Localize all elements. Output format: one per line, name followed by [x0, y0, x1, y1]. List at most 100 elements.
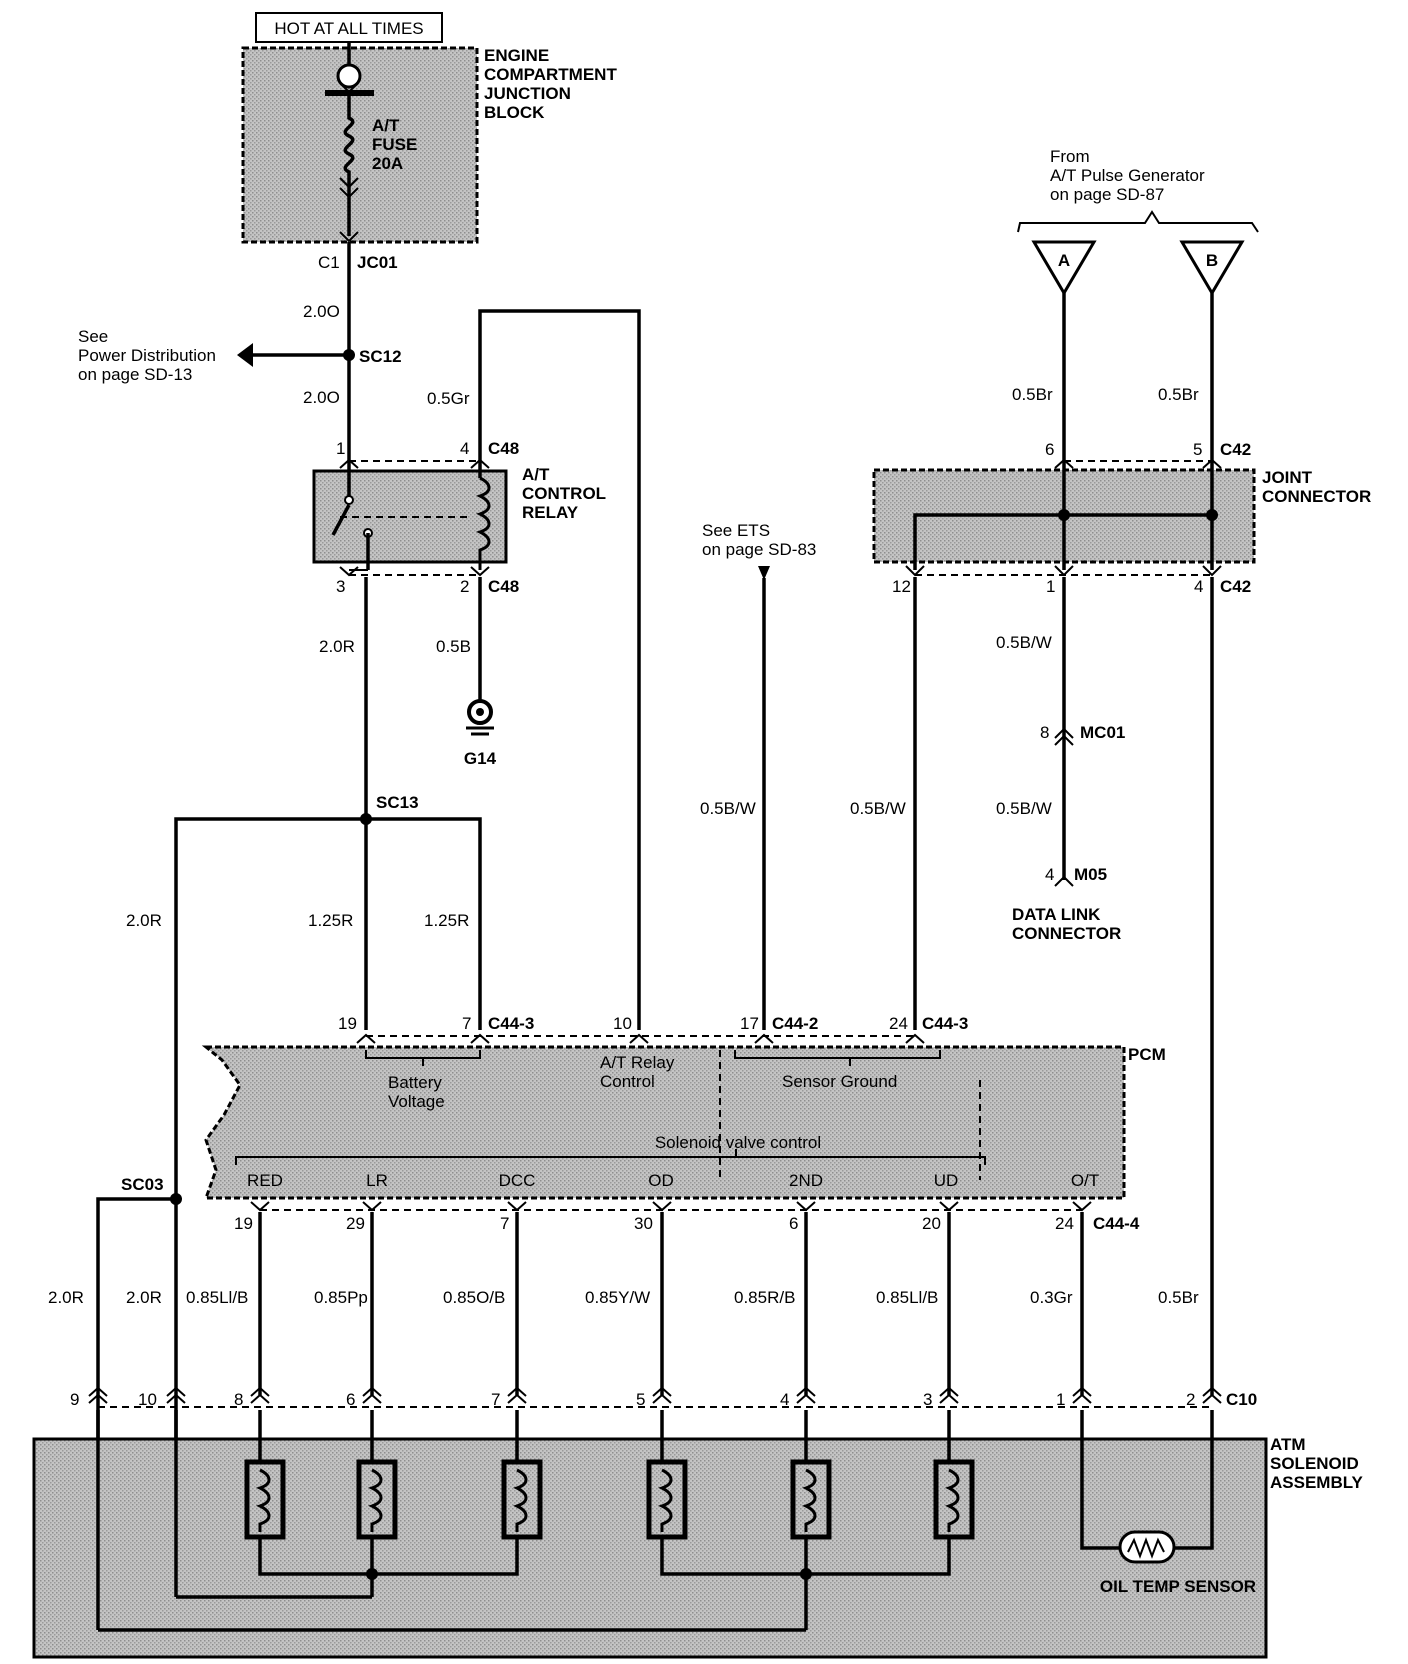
- relay-label-3: RELAY: [522, 503, 579, 522]
- joint-label-2: CONNECTOR: [1262, 487, 1371, 506]
- pcm-lr-label: LR: [366, 1171, 388, 1190]
- pulse-gen-note-1: From: [1050, 147, 1090, 166]
- solenoid-valve-control-label: Solenoid valve control: [655, 1133, 821, 1152]
- jc-pin-12: 12: [892, 577, 911, 596]
- c44-4-label: C44-4: [1093, 1214, 1140, 1233]
- wire-label-b-0.5br: 0.5Br: [1158, 1288, 1199, 1307]
- power-dist-note-1: See: [78, 327, 108, 346]
- ground-g14-icon: [466, 699, 494, 736]
- battery-voltage-2: Voltage: [388, 1092, 445, 1111]
- mc01-connector-icon: [1054, 727, 1074, 746]
- jc-pin-1: 1: [1046, 577, 1055, 596]
- brace-icon: [1017, 210, 1259, 233]
- pcm-top-connector: 19 7 C44-3 10 17 C44-2 24 C44-3: [338, 1014, 968, 1044]
- hot-at-all-times-box: HOT AT ALL TIMES: [255, 12, 443, 43]
- engine-jb-label-4: BLOCK: [484, 103, 545, 122]
- atm-pin-7: 7: [491, 1390, 500, 1409]
- joint-connector: 6 5 C42 12 1 4 C42 JOINT CONNECTOR: [872, 440, 1371, 596]
- wire-label-b-2.0r-a: 2.0R: [48, 1288, 84, 1307]
- fuse-label-1: A/T: [372, 116, 400, 135]
- oil-temp-sensor-icon: [1118, 1530, 1176, 1564]
- relay-pin-4: 4: [460, 439, 469, 458]
- mc01-pin-8: 8: [1040, 723, 1049, 742]
- wire-1.25r-b: [366, 817, 482, 1030]
- wire-label-0.5br-b: 0.5Br: [1158, 385, 1199, 404]
- wire-label-2.0r-relay: 2.0R: [319, 637, 355, 656]
- wire-label-b-0.3gr: 0.3Gr: [1030, 1288, 1073, 1307]
- wire-label-b-0.85yw: 0.85Y/W: [585, 1288, 650, 1307]
- atm-pin-4: 4: [780, 1390, 789, 1409]
- c10-label: C10: [1226, 1390, 1257, 1409]
- relay-control-1: A/T Relay: [600, 1053, 675, 1072]
- atm-pin-9: 9: [70, 1390, 79, 1409]
- m05-pin-4: 4: [1045, 865, 1054, 884]
- ets-arrow-icon: [758, 566, 770, 580]
- relay-coil-icon: [476, 476, 491, 570]
- wire-label-0.5bw-dlc2: 0.5B/W: [996, 799, 1052, 818]
- atm-pin-2: 2: [1186, 1390, 1195, 1409]
- solenoid-od-icon: [646, 1459, 688, 1540]
- pcm-bpin-20: 20: [922, 1214, 941, 1233]
- jc-pin-4: 4: [1194, 577, 1203, 596]
- pcm-bpin-7: 7: [500, 1214, 509, 1233]
- atm-pin-1: 1: [1056, 1390, 1065, 1409]
- c42-top-label: C42: [1220, 440, 1251, 459]
- relay-pin-2: 2: [460, 577, 469, 596]
- pcm-ot-label: O/T: [1071, 1171, 1099, 1190]
- c44-2-label: C44-2: [772, 1014, 818, 1033]
- wire-0.5gr: [478, 309, 641, 1030]
- pcm-pin-7: 7: [462, 1014, 471, 1033]
- ets-note-1: See ETS: [702, 521, 770, 540]
- relay-switch-icon: [331, 504, 351, 536]
- solenoid-2nd-icon: [790, 1459, 832, 1540]
- wire-label-2.0o-b: 2.0O: [303, 388, 340, 407]
- c48-top-label: C48: [488, 439, 519, 458]
- c48-bot-label: C48: [488, 577, 519, 596]
- relay-pin-3: 3: [336, 577, 345, 596]
- wire-label-0.5bw-dlc1: 0.5B/W: [996, 633, 1052, 652]
- wire-label-0.5gr: 0.5Gr: [427, 389, 470, 408]
- wire-label-b-2.0r-b: 2.0R: [126, 1288, 162, 1307]
- offpage-b-label: B: [1206, 251, 1218, 270]
- engine-jb-label-1: ENGINE: [484, 46, 549, 65]
- wire-label-b-0.85lib-a: 0.85Ll/B: [186, 1288, 248, 1307]
- wire-label-b-0.85ob: 0.85O/B: [443, 1288, 505, 1307]
- pcm-red-label: RED: [247, 1171, 283, 1190]
- pulse-gen-note-3: on page SD-87: [1050, 185, 1164, 204]
- solenoid-red-icon: [244, 1459, 286, 1540]
- atm-label-1: ATM: [1270, 1435, 1306, 1454]
- jc-pin-5: 5: [1193, 440, 1202, 459]
- pcm-label: PCM: [1128, 1045, 1166, 1064]
- pcm-pin-19: 19: [338, 1014, 357, 1033]
- jc-pin-6: 6: [1045, 440, 1054, 459]
- pcm-od-label: OD: [648, 1171, 674, 1190]
- sc03-label: SC03: [121, 1175, 164, 1194]
- engine-jb-label-2: COMPARTMENT: [484, 65, 617, 84]
- engine-jb-label-3: JUNCTION: [484, 84, 571, 103]
- pulse-gen-note-2: A/T Pulse Generator: [1050, 166, 1205, 185]
- relay-box: [312, 469, 508, 564]
- pcm-ud-label: UD: [934, 1171, 959, 1190]
- atm-label-2: SOLENOID: [1270, 1454, 1359, 1473]
- relay-label-2: CONTROL: [522, 484, 606, 503]
- relay-label-1: A/T: [522, 465, 550, 484]
- atm-label-3: ASSEMBLY: [1270, 1473, 1364, 1492]
- c44-3b-label: C44-3: [922, 1014, 968, 1033]
- dlc-label-1: DATA LINK: [1012, 905, 1101, 924]
- engine-junction-block: A/T FUSE 20A ENGINE COMPARTMENT JUNCTION…: [241, 42, 617, 244]
- atm-pin-8: 8: [234, 1390, 243, 1409]
- sensor-ground-label: Sensor Ground: [782, 1072, 897, 1091]
- atm-pin-10: 10: [138, 1390, 157, 1409]
- offpage-a-label: A: [1058, 251, 1070, 270]
- pcm-bpin-30: 30: [634, 1214, 653, 1233]
- atm-pin-3: 3: [923, 1390, 932, 1409]
- wire-2.0r-left: [174, 817, 366, 1593]
- wire-label-2.0o-a: 2.0O: [303, 302, 340, 321]
- arrow-left-icon: [237, 343, 253, 367]
- pcm-pin-17: 17: [740, 1014, 759, 1033]
- pcm-pin-10: 10: [613, 1014, 632, 1033]
- ets-note-2: on page SD-83: [702, 540, 816, 559]
- jc01-label: JC01: [357, 253, 398, 272]
- pcm-bottom-connector: 19 29 7 30 6 20 24 C44-4: [234, 1201, 1140, 1233]
